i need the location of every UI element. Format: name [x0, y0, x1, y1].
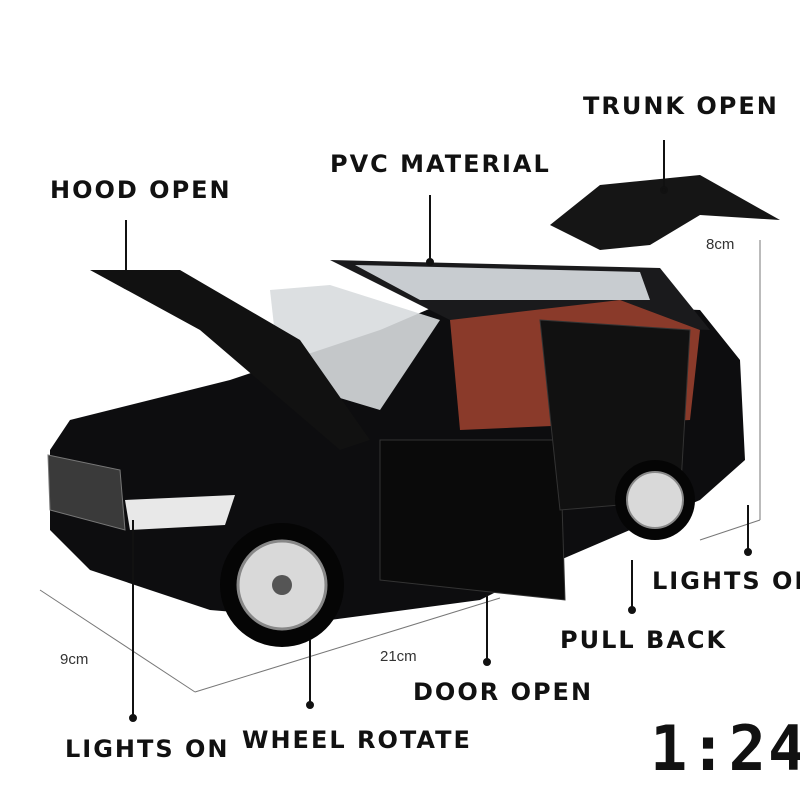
- label-pvc-material: PVC MATERIAL: [330, 150, 551, 178]
- label-wheel-rotate: WHEEL ROTATE: [242, 726, 472, 754]
- dimension-height: 8cm: [706, 236, 735, 253]
- car: [47, 175, 780, 647]
- label-trunk-open: TRUNK OPEN: [583, 92, 779, 120]
- label-lights-on-right: LIGHTS ON: [652, 567, 800, 595]
- label-hood-open: HOOD OPEN: [50, 176, 232, 204]
- callout-lines: [122, 140, 752, 722]
- label-pull-back: PULL BACK: [560, 626, 728, 654]
- dimension-length: 21cm: [380, 648, 417, 665]
- scale-ratio: 1:24: [650, 712, 800, 785]
- label-door-open: DOOR OPEN: [413, 678, 594, 706]
- dimension-width: 9cm: [60, 651, 89, 668]
- label-lights-on-left: LIGHTS ON: [65, 735, 230, 763]
- dimension-lines: [39, 240, 761, 693]
